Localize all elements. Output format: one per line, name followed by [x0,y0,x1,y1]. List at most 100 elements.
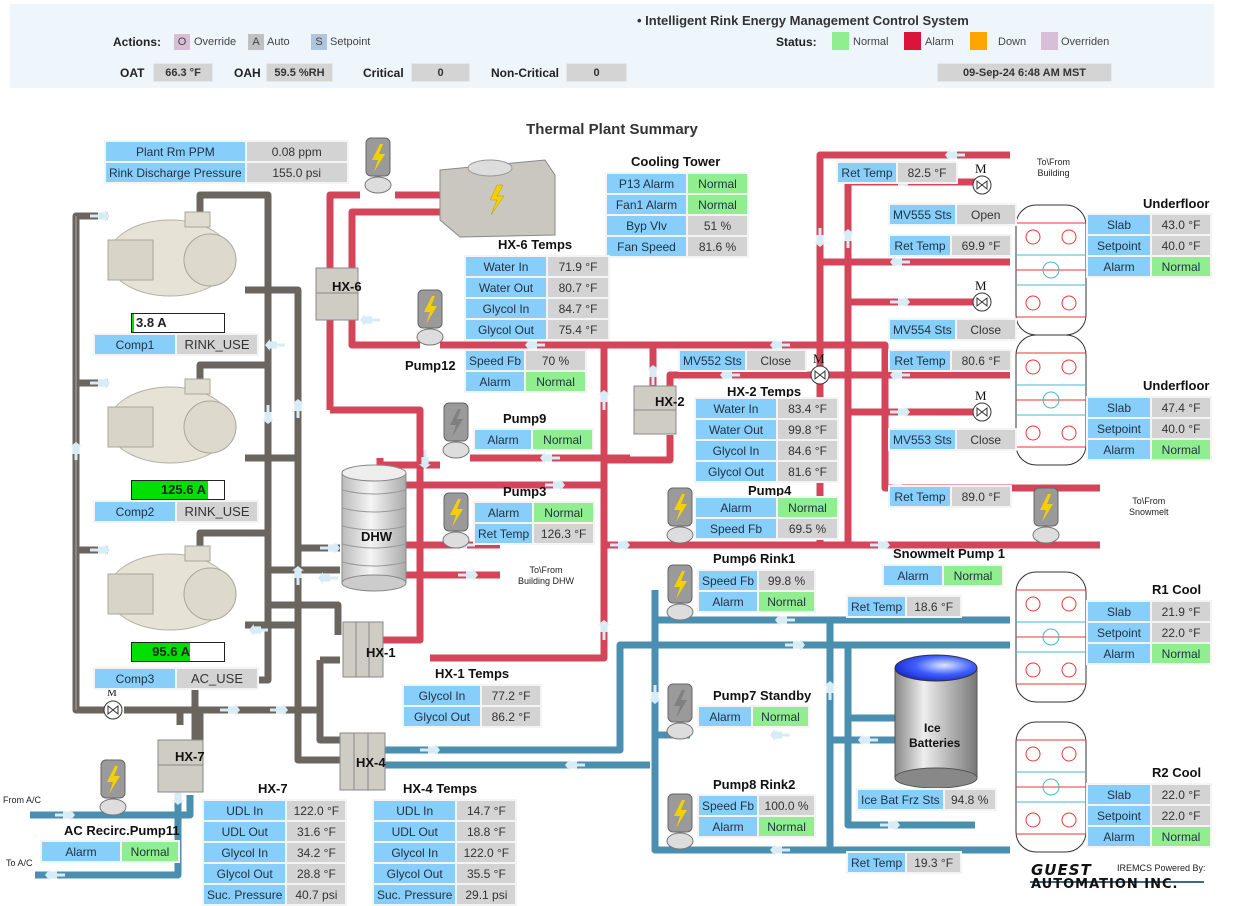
snowmelt-pump-icon [1032,487,1060,544]
header-bar: • Intelligent Rink Energy Management Con… [10,4,1214,88]
underfloor-1-rink-icon [1015,204,1087,336]
status-down-label: Down [998,36,1027,48]
r1cool-title: R1 Cool [1152,582,1202,597]
ice-label-2: Batteries [909,736,961,750]
noncritical-value[interactable]: 0 [566,63,627,82]
oah-label: OAH [234,66,261,80]
critical-label: Critical [363,66,404,80]
compressor-1-image [107,211,237,297]
rink-diagrams [1015,204,1087,853]
comp2-amps-bar: 125.6 A [131,480,225,500]
status-alarm-label: Alarm [925,36,954,48]
action-override-swatch[interactable]: O [174,34,190,50]
glycol-pipes [30,590,1010,879]
pump-8-icon [666,793,694,850]
action-setpoint-swatch[interactable]: S [311,34,327,50]
noncritical-label: Non-Critical [491,66,560,80]
snowmelt-to-from-label: To\From Snowmelt [1129,496,1169,517]
system-title: • Intelligent Rink Energy Management Con… [637,13,969,28]
underfloor2-title: Underfloor [1143,378,1210,393]
status-overriden-label: Overriden [1061,36,1110,48]
ice-label-1: Ice [924,721,941,735]
building-to-from-label: To\From Building [1037,157,1071,178]
hx2-label: HX-2 [655,394,685,409]
comp3-amps-bar: 95.6 A [131,642,225,662]
critical-value[interactable]: 0 [411,63,470,82]
logo-automation: AUTOMATION INC. [1031,877,1179,892]
comp-valve-icon [103,700,123,720]
pump9-title: Pump9 [503,411,547,426]
comp-valve-m-label: M [107,687,117,699]
pump-4-icon [666,487,694,544]
status-normal-swatch [832,32,849,50]
page-title: Thermal Plant Summary [526,121,698,138]
status-label: Status: [776,35,817,49]
comp1-amps-bar: 3.8 A [131,313,225,333]
pump11-title: AC Recirc.Pump11 [64,823,180,838]
motor-valves [103,175,992,720]
mv554-valve-icon [972,292,992,312]
dhw-to-from-label: To\From Building DHW [518,565,575,586]
pump-icons [99,137,1060,850]
comp1-load-fill [132,314,134,332]
status-down-swatch [970,32,987,50]
hx1-temps-title: HX-1 Temps [435,666,510,681]
oat-value: 66.3 °F [153,63,213,82]
dhw-tank-image [341,464,407,592]
mv555-valve-icon [972,175,992,195]
pump4-title: Pump4 [748,483,792,498]
pump12-title: Pump12 [405,358,456,373]
hx-6-image [315,267,359,321]
action-override-label: Override [194,36,237,48]
pump-3-icon [442,492,470,549]
cooling-tower-title: Cooling Tower [631,154,721,169]
hx7-label: HX-7 [175,749,205,764]
pump-7-icon [666,683,694,740]
action-setpoint-label: Setpoint [330,36,371,48]
hx-1-image [342,621,384,678]
action-auto-swatch[interactable]: A [248,34,264,50]
underfloor-2-rink-icon [1015,334,1087,466]
logo-guest: GUEST [1031,861,1092,879]
